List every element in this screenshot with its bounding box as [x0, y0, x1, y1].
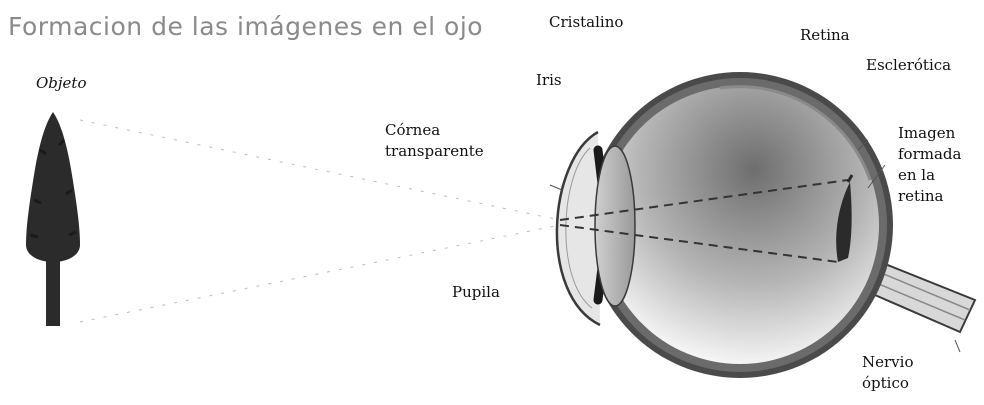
crystalline-lens: [595, 146, 635, 306]
label-cornea-line2: transparente: [385, 141, 484, 162]
label-pupil: Pupila: [452, 282, 500, 303]
label-cornea: Córnea transparente: [385, 120, 484, 162]
label-image-line3: en la: [898, 165, 961, 186]
label-image: Imagen formada en la retina: [898, 123, 961, 207]
label-cornea-line1: Córnea: [385, 120, 484, 141]
label-nerve-line1: Nervio: [862, 352, 913, 373]
label-object: Objeto: [36, 73, 87, 94]
label-image-line4: retina: [898, 186, 961, 207]
label-image-line2: formada: [898, 144, 961, 165]
label-sclera: Esclerótica: [866, 55, 951, 76]
label-nerve-line2: óptico: [862, 373, 913, 394]
label-image-line1: Imagen: [898, 123, 961, 144]
label-optic-nerve: Nervio óptico: [862, 352, 913, 394]
label-lens: Cristalino: [549, 12, 623, 33]
tree-object: [26, 112, 80, 326]
label-retina: Retina: [800, 25, 850, 46]
label-iris: Iris: [536, 70, 562, 91]
